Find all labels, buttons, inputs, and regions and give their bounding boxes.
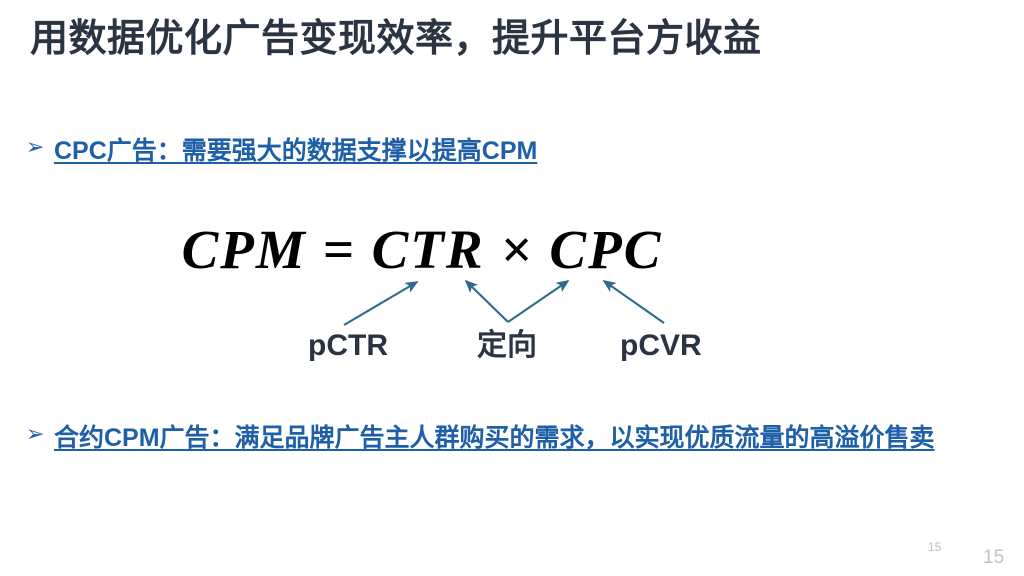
page-number-small: 15: [928, 540, 942, 554]
annotation-label-dingxiang: 定向: [477, 329, 537, 362]
annotation-label-pctr: pCTR: [308, 329, 388, 362]
bullet-item-cpm: ➢ 合约CPM广告：满足品牌广告主人群购买的需求，以实现优质流量的高溢价售卖: [26, 420, 994, 456]
page-title: 用数据优化广告变现效率，提升平台方收益: [30, 18, 762, 60]
formula-cpm-text: CPM = CTR × CPC: [181, 219, 663, 280]
arrow-dingxiang-to-cpc: [507, 280, 570, 323]
bullet-item-cpc-label: CPC广告：需要强大的数据支撑以提高CPM: [54, 137, 538, 165]
formula-cpm: CPM = CTR × CPC: [0, 218, 1024, 281]
arrow-dingxiang-to-ctr: [464, 279, 509, 323]
bullet-item-cpm-label: 合约CPM广告：满足品牌广告主人群购买的需求，以实现优质流量的高溢价售卖: [54, 424, 935, 452]
arrow-bullet-icon: ➢: [26, 422, 45, 447]
arrow-pctr-to-ctr: [343, 281, 419, 326]
page-number-large: 15: [983, 547, 1005, 568]
bullet-item-cpc: ➢ CPC广告：需要强大的数据支撑以提高CPM: [26, 133, 986, 169]
annotation-label-pcvr: pCVR: [620, 329, 702, 362]
arrow-bullet-icon: ➢: [26, 135, 45, 160]
arrow-pcvr-to-cpc: [602, 280, 665, 324]
